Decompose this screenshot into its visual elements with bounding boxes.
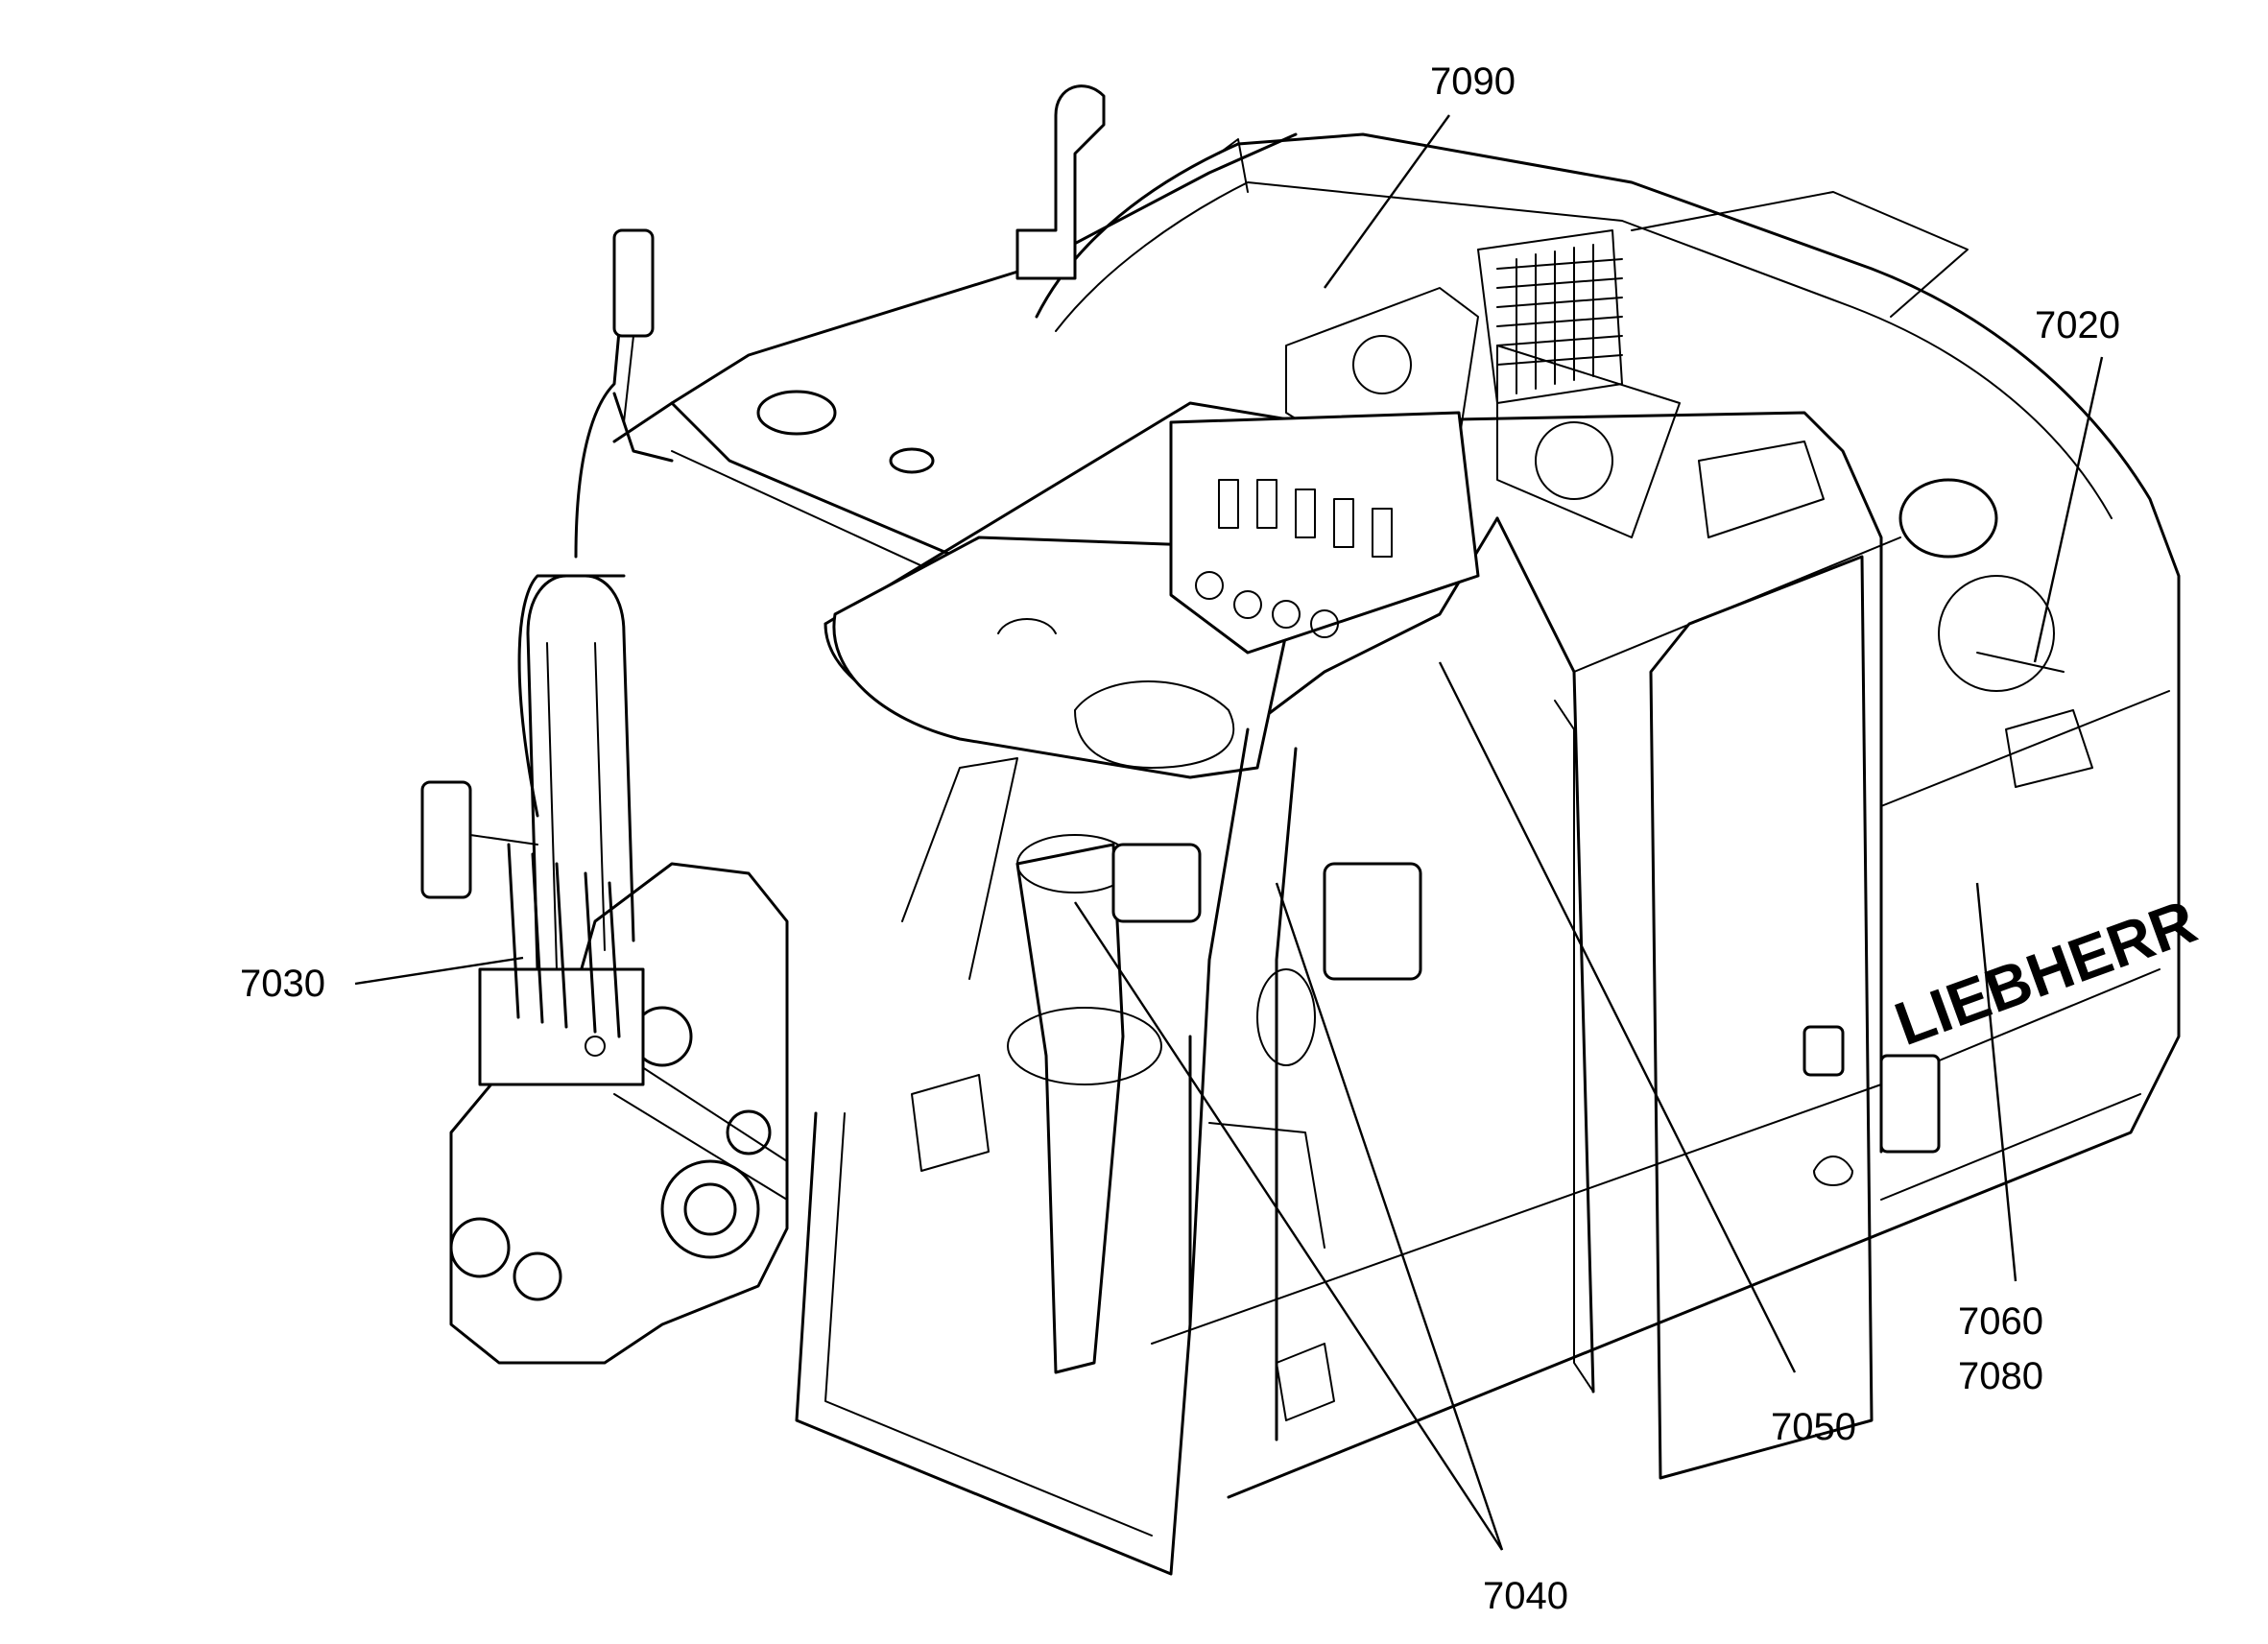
callout-7080: 7080 <box>1958 1355 2043 1397</box>
control-valve-levers <box>478 843 645 1086</box>
cab-interior <box>901 757 1422 1421</box>
leader-7060 <box>1975 882 2017 1282</box>
leader-7040b <box>1275 882 1504 1551</box>
callout-7030: 7030 <box>240 963 325 1005</box>
callout-7050: 7050 <box>1771 1406 1856 1448</box>
leader-lines <box>354 114 2104 1551</box>
brand-logo: LIEBHERR <box>1886 887 2205 1060</box>
leader-7050 <box>1438 661 1797 1373</box>
callout-7020: 7020 <box>2035 304 2120 346</box>
left-mirror <box>420 780 472 899</box>
engine-hood <box>1035 132 2181 1499</box>
left-handrail <box>420 228 655 971</box>
leader-7020 <box>2033 356 2104 663</box>
callout-7090: 7090 <box>1430 60 1516 103</box>
side-panel <box>1802 709 2093 1186</box>
liebherr-logo: LIEBHERR <box>1886 887 2205 1060</box>
valve-block <box>1169 411 1480 655</box>
callout-7040: 7040 <box>1483 1575 1568 1617</box>
callout-labels: 7090 7020 7030 7060 7080 7050 7040 <box>240 60 2120 1617</box>
boom-support <box>449 132 1298 1365</box>
upper-mirror <box>612 228 655 338</box>
leader-7030 <box>354 956 524 986</box>
leader-7040a <box>1073 901 1504 1551</box>
leader-7090 <box>1324 114 1450 289</box>
callout-7060: 7060 <box>1958 1300 2043 1343</box>
engine-components <box>756 84 2065 692</box>
